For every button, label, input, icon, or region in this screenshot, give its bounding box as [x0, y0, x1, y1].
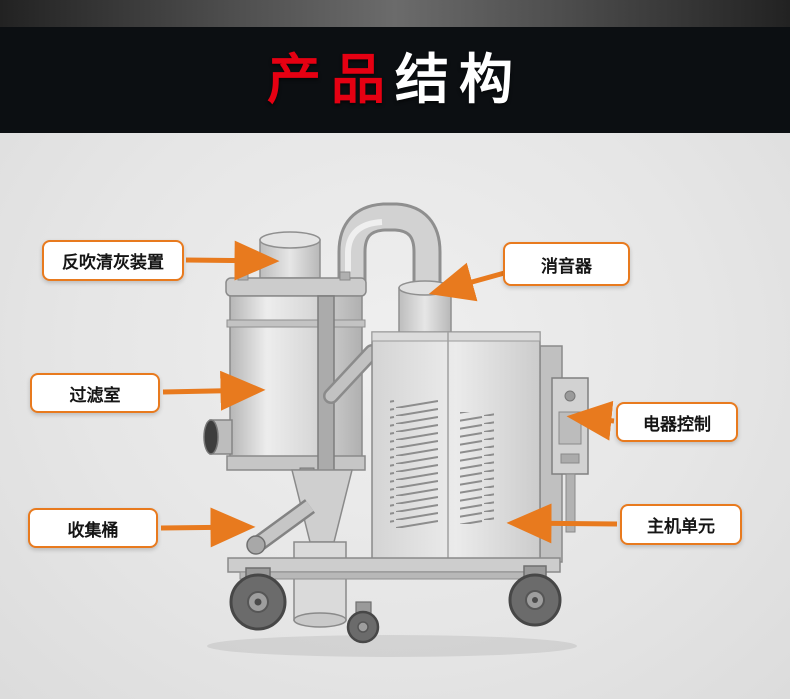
base-frame: [227, 557, 561, 580]
filter-chamber-part: [203, 271, 367, 471]
page-title: 产品结构: [267, 53, 523, 107]
main-unit-part: [371, 331, 563, 571]
callout-electric-control: 电器控制: [616, 402, 738, 442]
page-title-rest: 结构: [395, 50, 523, 110]
ground-shadow: [207, 635, 577, 657]
callout-blowback: 反吹清灰装置: [42, 240, 184, 281]
arrow-electric-control: [566, 400, 615, 441]
page-title-accent: 产品: [267, 50, 395, 110]
collection-bucket-part: [246, 469, 353, 628]
arrow-muffler: [428, 262, 509, 302]
arrow-main-unit: [506, 503, 618, 544]
arrow-blowback: [185, 240, 280, 281]
arrow-filter-chamber: [162, 370, 266, 411]
callout-filter-chamber: 过滤室: [30, 373, 160, 413]
caster-wheels: [229, 565, 562, 644]
arrow-collection-bucket: [160, 507, 256, 548]
title-banner: 产品结构: [0, 27, 790, 133]
callout-muffler: 消音器: [503, 242, 630, 286]
callout-main-unit: 主机单元: [620, 504, 742, 545]
blowback-device-part: [259, 231, 321, 279]
callout-arrows: [160, 240, 618, 548]
exhaust-pipe: [337, 202, 442, 300]
callout-collection-bucket: 收集桶: [28, 508, 158, 548]
